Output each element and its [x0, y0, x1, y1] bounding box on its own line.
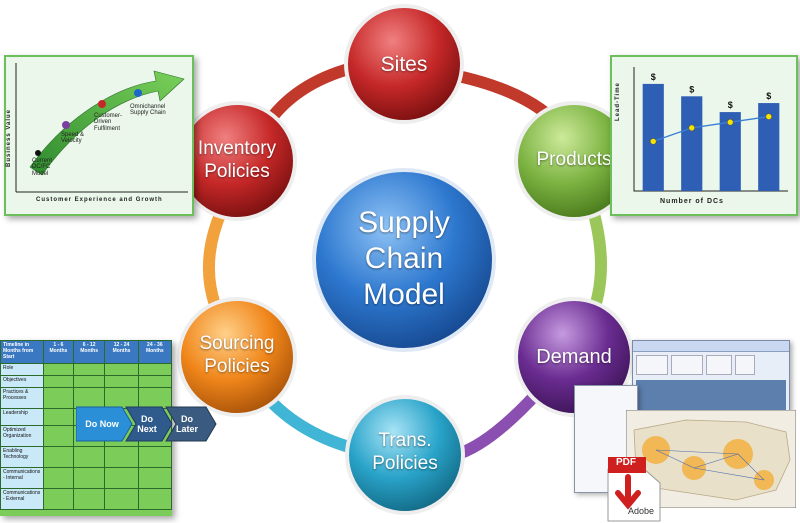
line-point-3 [765, 113, 773, 120]
ring-arc-demand-trans [449, 384, 546, 461]
bar-3 [758, 103, 780, 191]
node-sourcing-circle [177, 297, 297, 417]
timeline-header-cell: 6 - 12 Months [72, 340, 106, 364]
timeline-row-label: Leadership [0, 408, 44, 426]
bar-1 [681, 96, 703, 191]
table-row: Objectives [0, 375, 173, 388]
node-products-label: Products [536, 149, 612, 170]
value-xlabel: Customer Experience and Growth [36, 197, 163, 203]
value-ylabel: Business Value [6, 108, 12, 167]
do-now-button: Do Now [85, 418, 119, 429]
timeline-row-label: Enabling Technology [0, 446, 44, 468]
adobe-label: Adobe [628, 506, 655, 516]
do-later-button: Do Later [175, 413, 198, 434]
dc-chart-xlabel: Number of DCs [660, 198, 724, 205]
timeline-row-label: Communications - Internal [0, 467, 44, 489]
node-sourcing-label: Sourcing Policies [199, 333, 275, 377]
bar-label-2: $ [728, 100, 733, 110]
node-trans-circle [345, 395, 465, 515]
stage-dot-speed [62, 121, 70, 129]
table-row: Role [0, 363, 173, 376]
bar-2 [719, 112, 741, 191]
bar-label-1: $ [689, 84, 694, 94]
center-label: Supply Chain Model [358, 206, 450, 311]
timeline-header-row: Timeline in Months from Start 1 - 6 Mont… [0, 340, 173, 364]
timeline-header-cell: 12 - 24 Months [104, 340, 139, 364]
center-circle [312, 168, 496, 352]
timeline-chevrons [76, 406, 217, 442]
dc-bar-chart: $ $ $ $ [633, 67, 788, 192]
dc-chart-ylabel: Lead-Time [615, 82, 621, 121]
node-inventory-label: Inventory Policies [197, 138, 277, 182]
stage-dot-customer [98, 100, 106, 108]
timeline-header-cell: 24 - 36 Months [137, 340, 173, 364]
line-point-2 [726, 118, 734, 126]
dc-chart-panel: $ $ $ $ Lead-Time Number of DCs [610, 55, 798, 216]
timeline-row-label: Objectives [0, 375, 44, 388]
table-row: Enabling Technology [0, 446, 173, 468]
value-arrow [15, 63, 188, 193]
stage-label-speed: Speed & Velocity [61, 132, 85, 145]
stage-dot-omni [134, 89, 142, 97]
node-demand-label: Demand [536, 346, 612, 368]
pdf-label: PDF [616, 457, 636, 468]
ring-arc-sourcing-inventory [202, 204, 228, 311]
node-trans-label: Trans. Policies [372, 430, 438, 474]
bar-label-0: $ [651, 72, 656, 82]
ring-arc-trans-sourcing [259, 389, 366, 456]
stage-dot-current [35, 150, 41, 156]
timeline-header-cell: Timeline in Months from Start [0, 340, 44, 364]
line-point-0 [649, 138, 657, 145]
table-row: Communications - External [0, 488, 173, 510]
pdf-icon [607, 457, 661, 522]
timeline-row-label: Role [0, 363, 44, 376]
node-sites-label: Sites [380, 53, 428, 76]
line-point-1 [688, 124, 696, 132]
table-row: Communications - Internal [0, 467, 173, 489]
stage-label-omni: Omnichannel Supply Chain [130, 104, 166, 117]
timeline-row-label: Optimized Organization [0, 425, 44, 447]
node-sites-circle [344, 4, 464, 124]
stage-label-current: Current DC/FC Model [32, 158, 53, 177]
lead-time-line [653, 115, 769, 143]
bar-0 [642, 83, 664, 191]
timeline-row-label: Practices & Processes [0, 387, 44, 409]
table-row: Practices & Processes [0, 387, 173, 409]
timeline-row-label: Communications - External [0, 488, 44, 510]
do-next-button: Do Next [137, 413, 157, 434]
value-journey-panel: Business Value Current DC/FC Model Speed… [4, 55, 194, 216]
stage-label-customer: Customer- Driven Fulfilment [94, 113, 123, 132]
timeline-header-cell: 1 - 6 Months [43, 340, 74, 364]
bar-label-3: $ [766, 91, 771, 101]
